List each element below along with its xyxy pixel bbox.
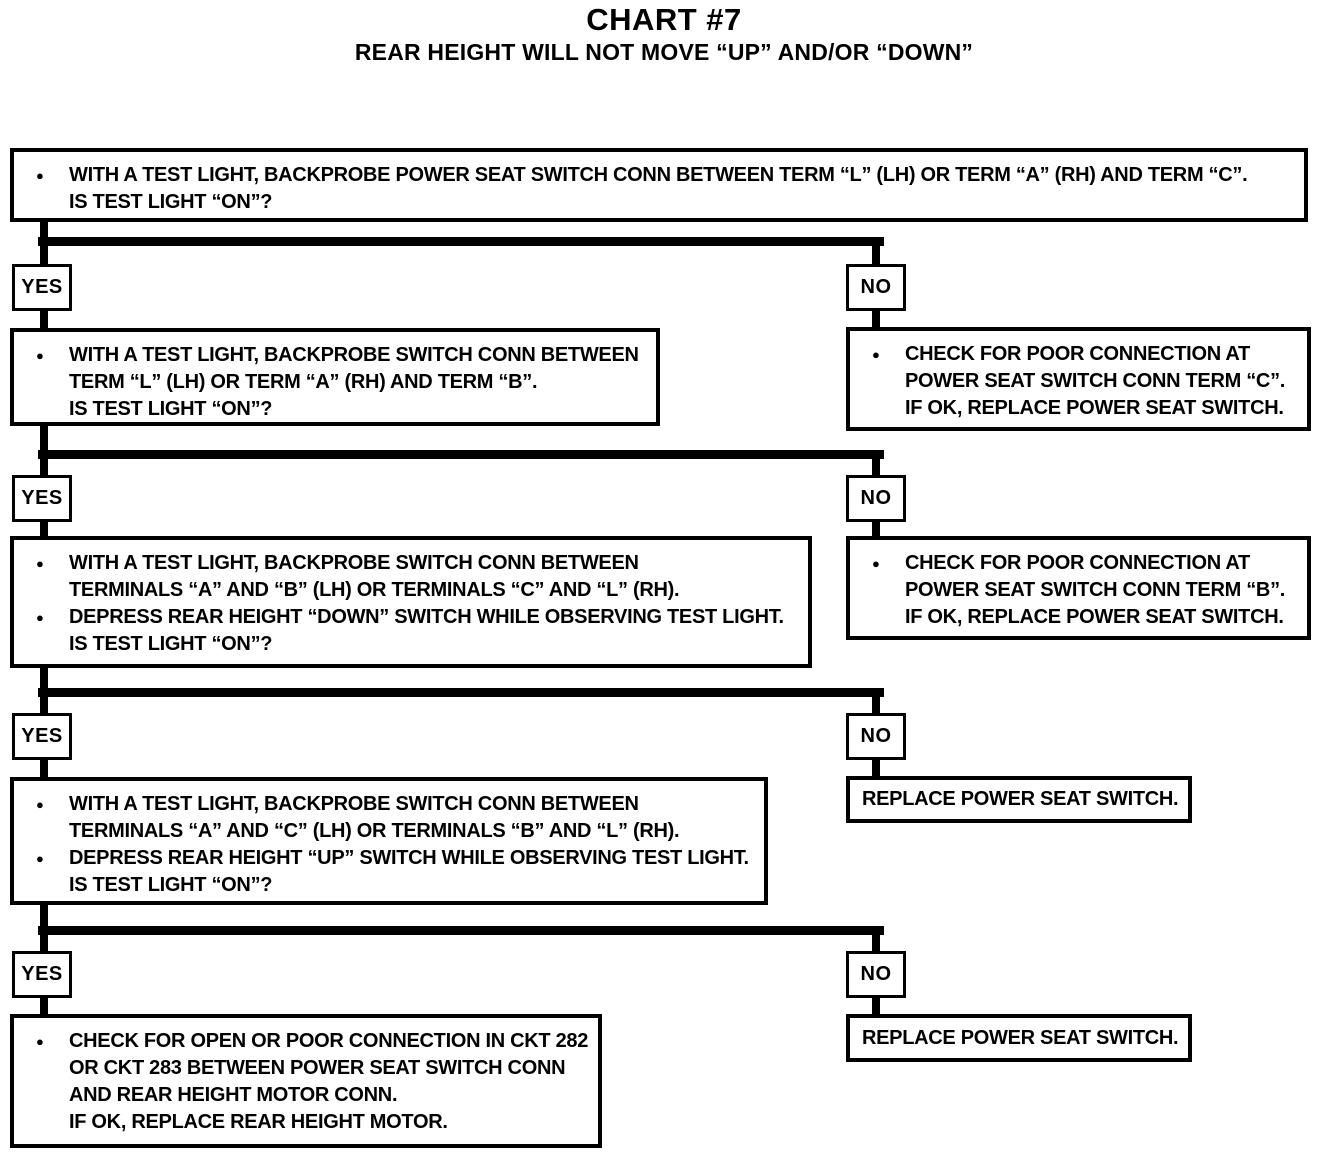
connector-line bbox=[38, 237, 884, 246]
connector-line bbox=[872, 759, 880, 776]
node-line: TERMINALS “A” AND “B” (LH) OR TERMINALS … bbox=[69, 579, 680, 601]
flow-node-r3: REPLACE POWER SEAT SWITCH. bbox=[846, 776, 1192, 823]
node-line: WITH A TEST LIGHT, BACKPROBE POWER SEAT … bbox=[69, 164, 1248, 186]
node-line: CHECK FOR POOR CONNECTION AT bbox=[905, 552, 1250, 574]
node-line: WITH A TEST LIGHT, BACKPROBE SWITCH CONN… bbox=[69, 552, 639, 574]
node-line: AND REAR HEIGHT MOTOR CONN. bbox=[69, 1084, 398, 1106]
bullet-icon: ● bbox=[36, 610, 44, 625]
no-label: NO bbox=[860, 963, 892, 985]
connector-line bbox=[38, 688, 884, 697]
chart-subtitle: REAR HEIGHT WILL NOT MOVE “UP” AND/OR “D… bbox=[354, 39, 974, 65]
yes-label: YES bbox=[21, 487, 63, 509]
node-line: WITH A TEST LIGHT, BACKPROBE SWITCH CONN… bbox=[69, 344, 639, 366]
yes-label: YES bbox=[21, 963, 63, 985]
node-line: IS TEST LIGHT “ON”? bbox=[69, 191, 273, 213]
bullet-icon: ● bbox=[36, 797, 44, 812]
node-line: IS TEST LIGHT “ON”? bbox=[69, 633, 273, 655]
flow-node-q1: ● WITH A TEST LIGHT, BACKPROBE POWER SEA… bbox=[10, 148, 1308, 222]
connector-line bbox=[40, 310, 48, 328]
bullet-icon: ● bbox=[36, 168, 44, 183]
connector-line bbox=[872, 926, 880, 951]
branch-no-1: NO bbox=[846, 264, 906, 311]
connector-line bbox=[872, 310, 880, 327]
node-line: IS TEST LIGHT “ON”? bbox=[69, 398, 273, 420]
bullet-icon: ● bbox=[36, 851, 44, 866]
connector-line bbox=[40, 997, 48, 1014]
node-line: POWER SEAT SWITCH CONN TERM “C”. bbox=[905, 370, 1286, 392]
branch-yes-4: YES bbox=[12, 951, 72, 998]
node-line: REPLACE POWER SEAT SWITCH. bbox=[862, 788, 1179, 810]
no-label: NO bbox=[860, 725, 892, 747]
flow-node-q4: ● WITH A TEST LIGHT, BACKPROBE SWITCH CO… bbox=[10, 777, 768, 905]
yes-label: YES bbox=[21, 725, 63, 747]
branch-yes-2: YES bbox=[12, 475, 72, 522]
node-line: WITH A TEST LIGHT, BACKPROBE SWITCH CONN… bbox=[69, 793, 639, 815]
node-line: IS TEST LIGHT “ON”? bbox=[69, 874, 273, 896]
connector-line bbox=[872, 688, 880, 713]
connector-line bbox=[872, 997, 880, 1014]
bullet-icon: ● bbox=[872, 347, 880, 362]
flow-node-a5: ● CHECK FOR OPEN OR POOR CONNECTION IN C… bbox=[10, 1014, 602, 1148]
branch-no-2: NO bbox=[846, 475, 906, 522]
yes-label: YES bbox=[21, 276, 63, 298]
chart-title: CHART #7 bbox=[586, 2, 742, 37]
flow-node-r1: ● CHECK FOR POOR CONNECTION AT POWER SEA… bbox=[846, 327, 1311, 431]
connector-line bbox=[40, 759, 48, 777]
node-line: DEPRESS REAR HEIGHT “UP” SWITCH WHILE OB… bbox=[69, 847, 749, 869]
node-line: TERM “L” (LH) OR TERM “A” (RH) AND TERM … bbox=[69, 371, 538, 393]
node-line: IF OK, REPLACE POWER SEAT SWITCH. bbox=[905, 397, 1284, 419]
branch-yes-3: YES bbox=[12, 713, 72, 760]
connector-line bbox=[872, 521, 880, 536]
connector-line bbox=[38, 450, 884, 459]
bullet-icon: ● bbox=[36, 1034, 44, 1049]
flow-node-q3: ● WITH A TEST LIGHT, BACKPROBE SWITCH CO… bbox=[10, 536, 812, 668]
no-label: NO bbox=[860, 276, 892, 298]
node-line: OR CKT 283 BETWEEN POWER SEAT SWITCH CON… bbox=[69, 1057, 566, 1079]
connector-line bbox=[40, 521, 48, 536]
branch-yes-1: YES bbox=[12, 264, 72, 311]
connector-line bbox=[872, 450, 880, 475]
node-line: CHECK FOR POOR CONNECTION AT bbox=[905, 343, 1250, 365]
node-line: CHECK FOR OPEN OR POOR CONNECTION IN CKT… bbox=[69, 1030, 589, 1052]
connector-line bbox=[872, 237, 880, 264]
node-line: TERMINALS “A” AND “C” (LH) OR TERMINALS … bbox=[69, 820, 680, 842]
connector-line bbox=[38, 926, 884, 935]
bullet-icon: ● bbox=[36, 348, 44, 363]
bullet-icon: ● bbox=[36, 556, 44, 571]
node-line: IF OK, REPLACE POWER SEAT SWITCH. bbox=[905, 606, 1284, 628]
node-line: REPLACE POWER SEAT SWITCH. bbox=[862, 1026, 1179, 1049]
flow-node-r2: ● CHECK FOR POOR CONNECTION AT POWER SEA… bbox=[846, 536, 1311, 640]
no-label: NO bbox=[860, 487, 892, 509]
node-line: IF OK, REPLACE REAR HEIGHT MOTOR. bbox=[69, 1111, 448, 1133]
node-line: DEPRESS REAR HEIGHT “DOWN” SWITCH WHILE … bbox=[69, 606, 784, 628]
branch-no-4: NO bbox=[846, 951, 906, 998]
flow-node-r4: REPLACE POWER SEAT SWITCH. bbox=[846, 1014, 1192, 1062]
connector-line bbox=[40, 424, 48, 475]
branch-no-3: NO bbox=[846, 713, 906, 760]
flow-node-q2: ● WITH A TEST LIGHT, BACKPROBE SWITCH CO… bbox=[10, 328, 660, 426]
node-line: POWER SEAT SWITCH CONN TERM “B”. bbox=[905, 579, 1286, 601]
bullet-icon: ● bbox=[872, 556, 880, 571]
